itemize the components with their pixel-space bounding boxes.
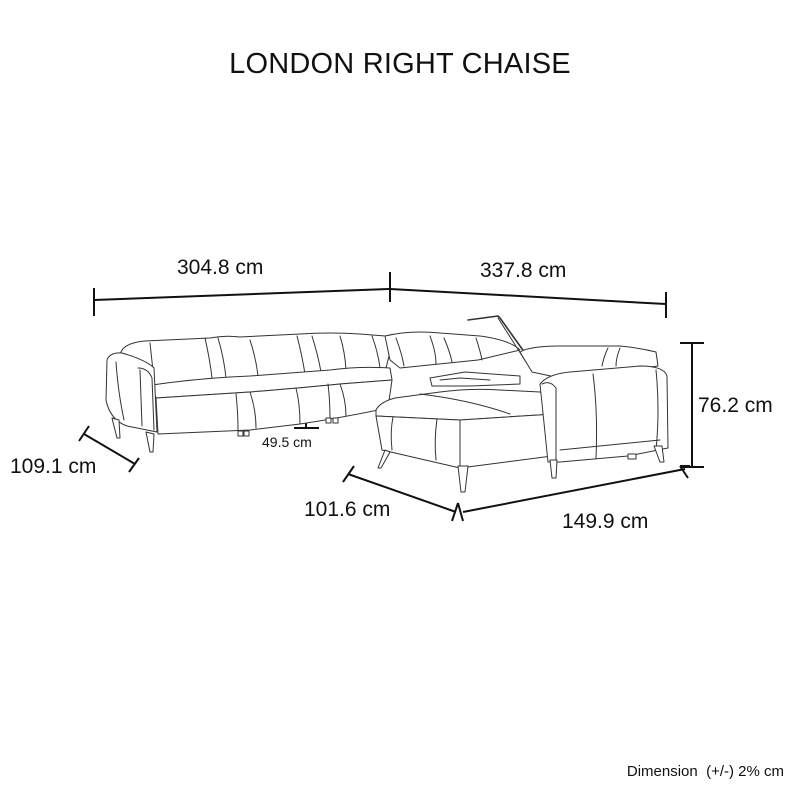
- left-width-label: 304.8 cm: [177, 256, 264, 279]
- chaise-front: [375, 413, 555, 469]
- right-leg-1: [549, 459, 558, 479]
- sofa-outline: [105, 315, 669, 493]
- lamp-arm: [467, 315, 531, 361]
- height-label: 76.2 cm: [698, 394, 773, 417]
- chaise-leg-1: [377, 449, 391, 469]
- chaise-depth-dimension-line: [342, 465, 464, 522]
- chaise-depth-label: 101.6 cm: [304, 498, 391, 521]
- right-width-dimension-line: [389, 288, 667, 318]
- left-depth-label: 109.1 cm: [10, 455, 97, 478]
- chaise-width-label: 149.9 cm: [562, 510, 649, 533]
- left-depth-dimension-line: [78, 425, 140, 473]
- left-leg-1: [111, 417, 121, 439]
- left-width-dimension-line: [93, 272, 391, 316]
- right-arm: [539, 365, 669, 463]
- diagram-title: LONDON RIGHT CHAISE: [229, 48, 571, 80]
- left-leg-2: [145, 431, 155, 453]
- seat-height-label: 49.5 cm: [262, 434, 312, 450]
- left-arm: [105, 352, 158, 433]
- chaise-leg-2: [457, 465, 469, 493]
- chaise-width-dimension-line: [462, 465, 690, 513]
- dimension-lines: [78, 272, 704, 522]
- right-width-label: 337.8 cm: [480, 259, 567, 282]
- right-leg-2: [653, 445, 665, 463]
- middle-section-back: [384, 331, 521, 369]
- dimension-tolerance-note: Dimension (+/-) 2% cm: [626, 763, 784, 780]
